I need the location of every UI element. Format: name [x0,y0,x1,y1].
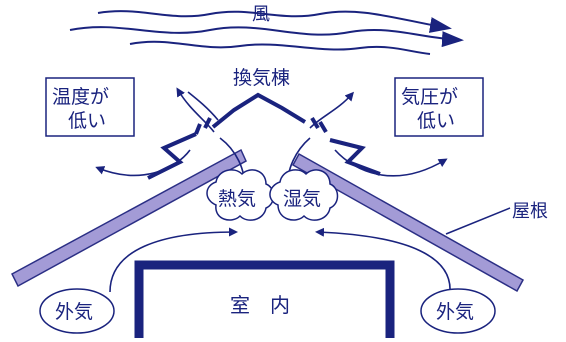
intake-right [315,227,451,293]
ridge-cap-left [147,132,197,180]
wind-line-2 [69,26,464,48]
outside-air-right: 外気 [420,288,496,334]
outside-air-left-label: 外気 [55,301,93,323]
outside-air-right-label: 外気 [436,301,474,323]
wind-flow [69,10,464,55]
ridge-slot-left [194,117,212,135]
arrow-left-low [95,149,191,177]
roof-leader-line [445,207,511,235]
wind-line-3 [129,40,431,55]
humidity-label: 湿気 [283,188,321,210]
arrow-left-mid [176,87,215,133]
intake-left [109,227,238,293]
indoor-label: 室 内 [230,293,290,317]
low-pressure-line1: 気圧が [401,86,458,108]
low-pressure-box: 気圧が 低い [394,77,484,137]
outside-air-left: 外気 [39,288,115,334]
roof-left [11,148,247,288]
ridge-vent-label: 換気棟 [233,67,290,89]
low-temperature-line2: 低い [68,110,106,132]
exhaust-arrows [95,87,448,189]
ridge-cap-right [329,138,381,176]
low-temperature-line1: 温度が [52,86,109,108]
ridge-vent-cap [147,92,381,180]
heat-label: 熱気 [218,188,256,210]
heat-cloud: 熱気 [206,169,275,221]
low-pressure-line2: 低い [417,110,455,132]
low-temperature-box: 温度が 低い [45,77,135,137]
roof-right [291,152,525,293]
intake-arrows [109,227,451,293]
wind-label: 風 [252,4,270,25]
arrow-right-mid [309,91,354,129]
indoor-room-frame [134,260,395,338]
wind-line-1 [97,10,452,33]
roof-label: 屋根 [512,201,548,222]
arrow-right-low [334,149,448,177]
arrow-left-up [187,91,219,121]
humidity-cloud: 湿気 [269,169,339,221]
roof-panels [11,148,525,293]
ridge-cap-top [211,92,307,129]
